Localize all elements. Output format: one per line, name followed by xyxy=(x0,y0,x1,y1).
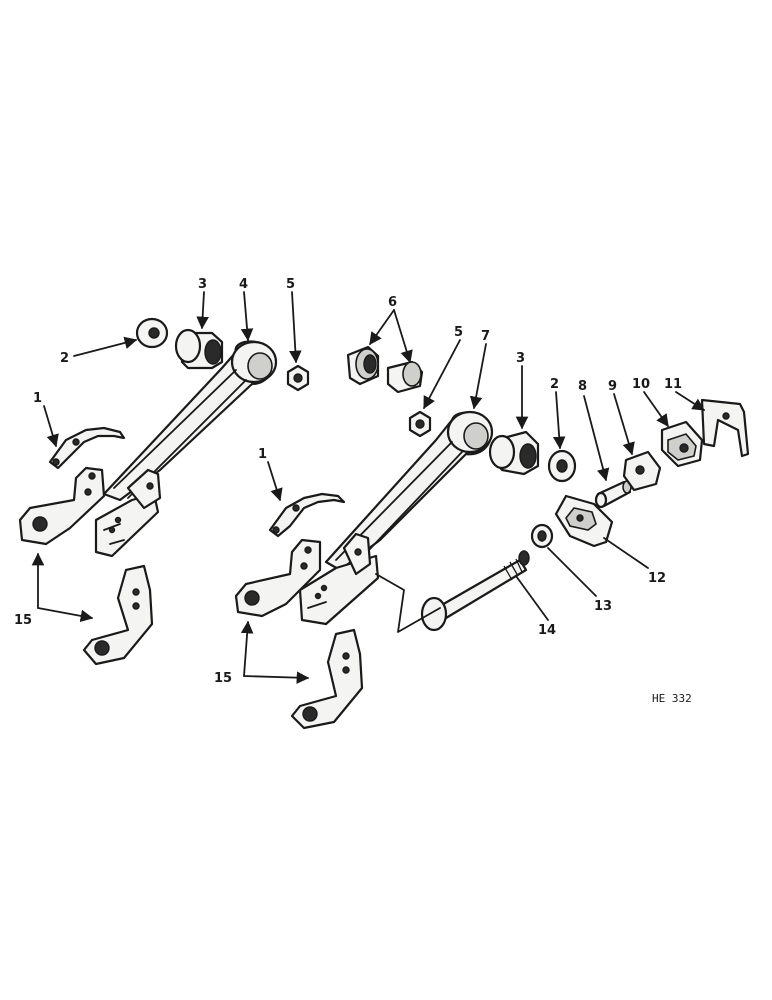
callout-9: 9 xyxy=(608,379,617,394)
center-assembly xyxy=(234,345,530,730)
leader-lines xyxy=(31,291,706,684)
callout-12: 12 xyxy=(648,571,666,586)
callout-1-center: 1 xyxy=(258,447,267,462)
bracket-left-upper xyxy=(18,466,106,546)
lever-arm-left xyxy=(94,340,278,558)
leader-10 xyxy=(643,391,669,428)
callout-1-left: 1 xyxy=(33,391,42,406)
right-parts xyxy=(488,398,750,549)
callout-10: 10 xyxy=(632,377,650,392)
leader-1b xyxy=(267,461,283,502)
pin xyxy=(594,480,632,509)
leader-2b xyxy=(552,391,566,450)
bushing-right xyxy=(488,430,540,476)
clip-left xyxy=(48,426,126,470)
bolt xyxy=(420,550,530,632)
callout-11: 11 xyxy=(664,377,682,392)
nut-center xyxy=(408,410,432,438)
leader-6a xyxy=(369,309,395,346)
reference-code: HE 332 xyxy=(652,692,692,705)
lock-washer xyxy=(530,523,554,549)
leader-9 xyxy=(613,393,635,456)
bushing-left xyxy=(174,328,224,370)
callout-6: 6 xyxy=(388,295,397,310)
leader-2a xyxy=(73,336,138,357)
callout-15-left: 15 xyxy=(14,613,32,628)
leader-5b xyxy=(423,339,461,410)
leader-3a xyxy=(196,291,209,330)
leader-5a xyxy=(289,291,302,364)
callout-7: 7 xyxy=(481,329,490,344)
washer-left xyxy=(135,317,169,349)
callout-4: 4 xyxy=(239,277,248,292)
callout-2-left: 2 xyxy=(60,351,69,366)
leader-14 xyxy=(515,575,549,621)
callout-2-right: 2 xyxy=(550,377,559,392)
assembly-guide-line xyxy=(375,573,441,633)
leader-11 xyxy=(675,391,706,411)
callout-13: 13 xyxy=(594,599,612,614)
callout-14: 14 xyxy=(538,623,556,638)
leader-15a-down xyxy=(37,607,94,623)
callout-15-center: 15 xyxy=(214,671,232,686)
callout-8: 8 xyxy=(578,379,587,394)
nut-left xyxy=(286,364,310,392)
leader-4 xyxy=(240,291,254,342)
block xyxy=(622,450,662,492)
callout-3-left: 3 xyxy=(198,277,207,292)
bracket-center-upper xyxy=(234,538,322,618)
spring-plate xyxy=(700,398,750,458)
leader-8 xyxy=(583,395,610,482)
mount-bracket xyxy=(554,494,614,548)
callout-5-center: 5 xyxy=(454,325,463,340)
leader-13 xyxy=(547,547,597,597)
callout-3-right: 3 xyxy=(516,351,525,366)
spacer-small xyxy=(386,360,424,394)
slide-block xyxy=(660,420,704,468)
leader-6b xyxy=(393,309,413,364)
leader-15b-right xyxy=(243,671,310,684)
left-assembly xyxy=(18,317,310,666)
leader-7 xyxy=(469,343,487,410)
lever-arm-center xyxy=(298,410,494,626)
leader-1a xyxy=(43,405,59,448)
leader-12 xyxy=(603,537,649,569)
callout-labels: 1 2 3 4 5 6 5 7 3 2 8 9 10 11 1 12 13 14… xyxy=(14,277,682,686)
callout-5-left: 5 xyxy=(286,277,295,292)
leader-15b-up xyxy=(240,620,254,677)
bracket-left-lower xyxy=(82,564,154,666)
clip-center xyxy=(268,492,346,538)
spacer-large xyxy=(346,345,380,386)
washer-right xyxy=(547,449,577,483)
bracket-center-lower xyxy=(290,628,364,730)
